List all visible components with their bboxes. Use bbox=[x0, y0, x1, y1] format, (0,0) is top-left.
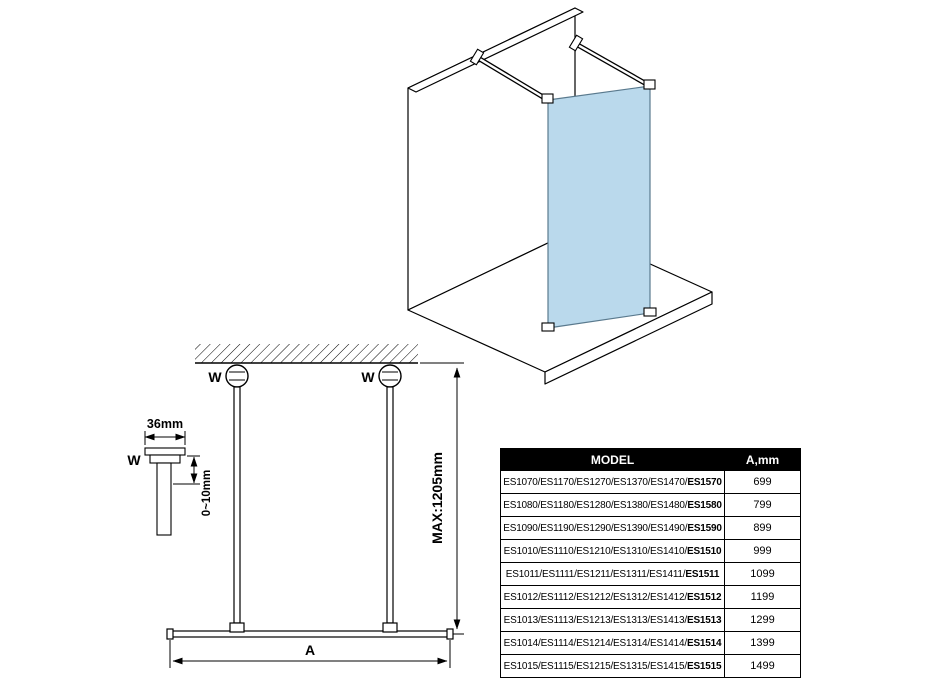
support-bar-left-plan bbox=[233, 386, 241, 624]
glass-panel-edge bbox=[166, 622, 454, 640]
a-value: 999 bbox=[724, 539, 801, 563]
table-row: ES1070/ES1170/ES1270/ES1370/ES1470/ES157… bbox=[500, 470, 801, 494]
table-row: ES1014/ES1114/ES1214/ES1314/ES1414/ES151… bbox=[500, 631, 801, 655]
dimension-bracket-width bbox=[144, 431, 186, 445]
a-value: 1099 bbox=[724, 562, 801, 586]
bracket-detail bbox=[144, 447, 186, 536]
model-codes: ES1070/ES1170/ES1270/ES1370/ES1470/ES157… bbox=[500, 470, 725, 494]
bracket-width-label: 36mm bbox=[147, 417, 183, 431]
support-bar-right-plan bbox=[386, 386, 394, 624]
floor-front-edge bbox=[544, 291, 713, 385]
glass-width-label: A bbox=[305, 642, 315, 658]
table-row: ES1090/ES1190/ES1290/ES1390/ES1490/ES159… bbox=[500, 516, 801, 540]
table-row: ES1015/ES1115/ES1215/ES1315/ES1415/ES151… bbox=[500, 654, 801, 678]
adjust-range-label: 0~10mm bbox=[201, 470, 213, 516]
model-codes: ES1090/ES1190/ES1290/ES1390/ES1490/ES159… bbox=[500, 516, 725, 540]
a-value: 1399 bbox=[724, 631, 801, 655]
model-codes: ES1015/ES1115/ES1215/ES1315/ES1415/ES151… bbox=[500, 654, 725, 678]
wall-mount-right bbox=[378, 364, 402, 388]
wall-top-edge bbox=[407, 7, 584, 93]
table-row: ES1011/ES1111/ES1211/ES1311/ES1411/ES151… bbox=[500, 562, 801, 586]
a-value: 899 bbox=[724, 516, 801, 540]
model-codes: ES1012/ES1112/ES1212/ES1312/ES1412/ES151… bbox=[500, 585, 725, 609]
table-header-row: MODEL A,mm bbox=[500, 448, 801, 471]
table-row: ES1012/ES1112/ES1212/ES1312/ES1412/ES151… bbox=[500, 585, 801, 609]
dimension-glass-width bbox=[169, 640, 451, 668]
table-row: ES1013/ES1113/ES1213/ES1313/ES1413/ES151… bbox=[500, 608, 801, 632]
model-codes: ES1080/ES1180/ES1280/ES1380/ES1480/ES158… bbox=[500, 493, 725, 517]
wall-mount-left bbox=[225, 364, 249, 388]
isometric-view bbox=[407, 7, 713, 385]
glass-clamps bbox=[541, 79, 657, 332]
model-codes: ES1014/ES1114/ES1214/ES1314/ES1414/ES151… bbox=[500, 631, 725, 655]
model-table: MODEL A,mm ES1070/ES1170/ES1270/ES1370/E… bbox=[500, 448, 801, 678]
table-row: ES1080/ES1180/ES1280/ES1380/ES1480/ES158… bbox=[500, 493, 801, 517]
ceiling-wall-hatch bbox=[195, 344, 418, 364]
a-value: 1299 bbox=[724, 608, 801, 632]
support-bar-left bbox=[469, 48, 550, 103]
table-row: ES1010/ES1110/ES1210/ES1310/ES1410/ES151… bbox=[500, 539, 801, 563]
a-value: 699 bbox=[724, 470, 801, 494]
model-codes: ES1010/ES1110/ES1210/ES1310/ES1410/ES151… bbox=[500, 539, 725, 563]
a-value: 1499 bbox=[724, 654, 801, 678]
model-codes: ES1011/ES1111/ES1211/ES1311/ES1411/ES151… bbox=[500, 562, 725, 586]
glass-panel bbox=[547, 85, 651, 329]
max-height-label: MAX:1205mm bbox=[429, 452, 445, 544]
a-value: 1199 bbox=[724, 585, 801, 609]
plan-view: W W MAX:1205mm A bbox=[127, 344, 464, 668]
model-codes: ES1013/ES1113/ES1213/ES1313/ES1413/ES151… bbox=[500, 608, 725, 632]
wall-mount-right-label: W bbox=[361, 369, 375, 385]
header-model: MODEL bbox=[500, 448, 725, 471]
dimension-max-height bbox=[420, 362, 464, 635]
support-bar-right bbox=[568, 34, 652, 89]
dimension-adjust-range bbox=[173, 455, 200, 485]
bracket-wall-label: W bbox=[127, 452, 141, 468]
wall-mount-left-label: W bbox=[208, 369, 222, 385]
a-value: 799 bbox=[724, 493, 801, 517]
header-a-mm: A,mm bbox=[724, 448, 801, 471]
